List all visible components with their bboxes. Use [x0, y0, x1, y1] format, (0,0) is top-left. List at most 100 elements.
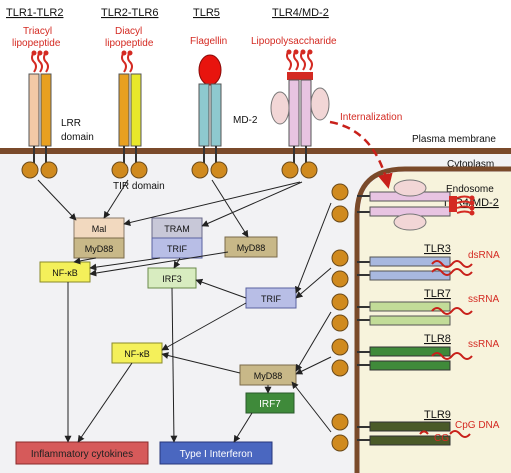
arrow-trif-to-nfkb — [89, 257, 161, 271]
arrow-tlr7-to-myd88 — [295, 311, 332, 372]
tir-domain-icon — [210, 161, 228, 179]
arrow-tlr26-to-mal — [103, 179, 129, 219]
tir-domain-icon — [130, 161, 148, 179]
internalization-label: Internalization — [340, 112, 402, 123]
node-mal: Mal — [73, 217, 125, 239]
md2-icon — [393, 213, 427, 231]
receptor-tlr5: TLR5 Flagellin — [190, 7, 228, 179]
svg-text:MyD88: MyD88 — [237, 243, 266, 253]
tir-domain-icon — [331, 293, 349, 311]
svg-text:IRF7: IRF7 — [259, 399, 281, 410]
arrow-irf7-to-interferon — [233, 412, 253, 443]
dsrna-icon — [431, 260, 473, 276]
tir-domain-icon — [331, 249, 349, 267]
receptor-tlr4-md2: TLR4/MD-2 Lipopolysaccharide — [251, 7, 337, 179]
extracellular-area — [0, 0, 511, 150]
tlr7-label: TLR7 — [424, 288, 451, 300]
endosome-tlr8: TLR8 ssRNA — [331, 333, 499, 377]
tlr2-tlr6-ligand-line2: lipopeptide — [105, 38, 154, 49]
arrow-tlr5-to-myd88 — [211, 179, 249, 238]
tir-domain-icon — [331, 205, 349, 223]
endosome-tlr4-md2 — [331, 179, 475, 231]
arrow-irf3-to-interferon — [170, 287, 178, 443]
tir-domain-label: TIR domain — [113, 181, 165, 192]
arrow-tlr3-to-trif — [295, 267, 332, 299]
endosome-label: Endosome — [446, 184, 494, 195]
tlr8-label: TLR8 — [424, 333, 451, 345]
tlr5-ligand: Flagellin — [190, 36, 227, 47]
tir-domain-icon — [331, 413, 349, 431]
tir-domain-icon — [331, 314, 349, 332]
svg-text:Mal: Mal — [92, 224, 107, 234]
node-trif-1: TRIF — [151, 237, 203, 259]
plasma-membrane-label: Plasma membrane — [412, 134, 496, 145]
receptor-tlr2-tlr6: TLR2-TLR6 Diacyl lipopeptide — [101, 7, 158, 179]
svg-text:TRIF: TRIF — [167, 244, 187, 254]
tlr8-ligand: ssRNA — [468, 339, 499, 350]
tir-domain-icon — [21, 161, 39, 179]
ssrna-icon — [431, 352, 473, 360]
node-myd88-1: MyD88 — [73, 237, 125, 259]
node-nfkb-2: NF-κB — [111, 342, 163, 364]
signaling-arrows — [37, 179, 332, 443]
svg-text:TRAM: TRAM — [164, 224, 190, 234]
node-myd88-2: MyD88 — [224, 236, 278, 258]
svg-text:Inflammatory cytokines: Inflammatory cytokines — [31, 449, 133, 460]
tir-domain-icon — [331, 338, 349, 356]
ssrna-icon — [431, 307, 473, 315]
arrow-endo-tlr4-to-trif — [295, 202, 332, 294]
arrow-myd88-to-nfkb — [73, 257, 97, 265]
svg-text:MyD88: MyD88 — [254, 371, 283, 381]
svg-text:IRF3: IRF3 — [162, 274, 182, 284]
tir-domain-icon — [331, 359, 349, 377]
svg-text:MyD88: MyD88 — [85, 244, 114, 254]
tlr2-tlr6-ligand-line1: Diacyl — [115, 26, 142, 37]
cpg-motif: CG — [434, 433, 449, 444]
flagellin-icon — [198, 54, 222, 86]
node-myd88-3: MyD88 — [239, 364, 297, 386]
arrow-trif2-to-irf3 — [195, 278, 247, 299]
endosome-tlr7: TLR7 ssRNA — [331, 288, 499, 332]
output-type-i-interferon: Type I Interferon — [159, 441, 273, 465]
arrow-nfkb2-to-cytokines — [77, 362, 133, 443]
node-tram: TRAM — [151, 217, 203, 239]
tlr1-tlr2-title: TLR1-TLR2 — [6, 7, 63, 19]
tlr5-title: TLR5 — [193, 7, 220, 19]
arrow-tlr9-to-myd88 — [291, 381, 332, 433]
svg-text:TRIF: TRIF — [261, 294, 281, 304]
tlr3-label: TLR3 — [424, 243, 451, 255]
node-trif-2: TRIF — [245, 287, 297, 309]
tlr3-ligand: dsRNA — [468, 250, 500, 261]
node-irf7: IRF7 — [245, 392, 295, 414]
tlr2-tlr6-title: TLR2-TLR6 — [101, 7, 158, 19]
tlr7-ligand: ssRNA — [468, 294, 499, 305]
tir-domain-icon — [191, 161, 209, 179]
arrow-tlr8-to-myd88 — [295, 356, 332, 375]
cytoplasm-label: Cytoplasm — [447, 159, 494, 170]
tir-domain-icon — [300, 161, 318, 179]
lrr-domain-label-line2: domain — [61, 132, 94, 143]
tir-domain-icon — [331, 270, 349, 288]
svg-text:Type I Interferon: Type I Interferon — [180, 449, 253, 460]
arrow-trif2-to-nfkb2 — [161, 302, 247, 351]
node-irf3: IRF3 — [147, 267, 197, 289]
svg-text:NF-κB: NF-κB — [52, 268, 78, 278]
tlr9-ligand: CpG DNA — [455, 420, 500, 431]
lrr-domain-label-line1: LRR — [61, 118, 81, 129]
md2-icon — [270, 91, 290, 125]
internalization-arrow — [329, 120, 393, 189]
cpg-dna-icon — [419, 430, 471, 438]
arrow-tlr4-to-tram — [201, 181, 303, 227]
tlr1-tlr2-ligand-line1: Triacyl — [23, 26, 52, 37]
md2-label: MD-2 — [233, 115, 258, 126]
endosome-tlr9: TLR9 CpG DNA CG — [331, 409, 500, 452]
endosome-tlr3: TLR3 dsRNA — [331, 243, 500, 288]
output-inflammatory-cytokines: Inflammatory cytokines — [15, 441, 149, 465]
tlr4-md2-ligand: Lipopolysaccharide — [251, 36, 337, 47]
tir-domain-icon — [111, 161, 129, 179]
node-nfkb-1: NF-κB — [39, 261, 91, 283]
svg-text:NF-κB: NF-κB — [124, 349, 150, 359]
tir-domain-icon — [331, 434, 349, 452]
